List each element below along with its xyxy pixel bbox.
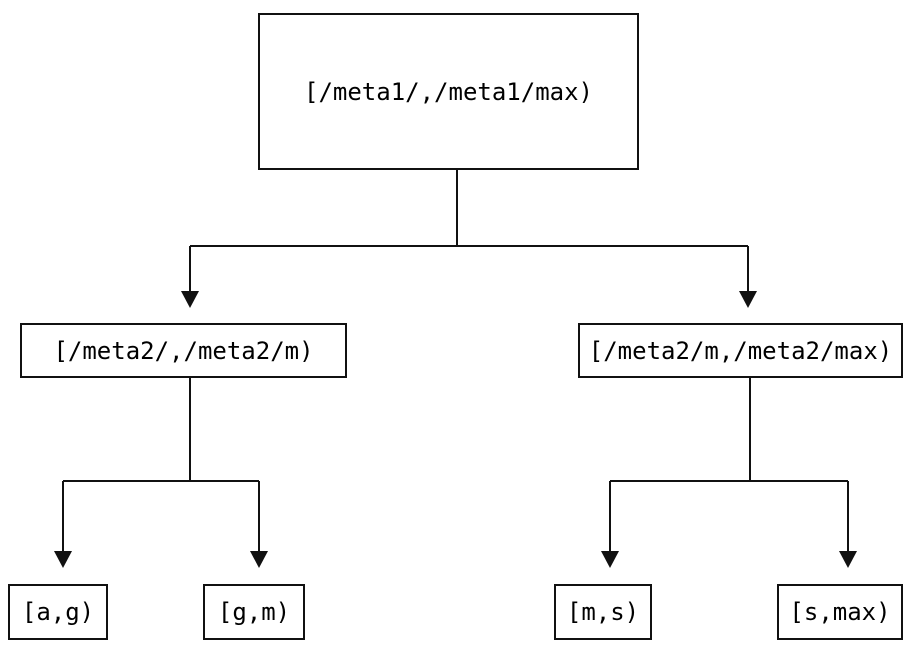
node-root-label: [/meta1/,/meta1/max) [304, 77, 593, 106]
edge-root-to-children [181, 170, 757, 308]
arrowhead-leaf-ag-icon [54, 551, 72, 568]
arrowhead-left-child-icon [181, 291, 199, 308]
node-leaf-s-max: [s,max) [777, 584, 903, 640]
node-leaf-a-g: [a,g) [8, 584, 108, 640]
arrowhead-leaf-smax-icon [839, 551, 857, 568]
node-leaf-m-s: [m,s) [554, 584, 652, 640]
arrowhead-leaf-ms-icon [601, 551, 619, 568]
node-leaf-s-max-label: [s,max) [789, 598, 891, 626]
node-leaf-a-g-label: [a,g) [21, 598, 95, 626]
node-left-child-label: [/meta2/,/meta2/m) [53, 336, 314, 365]
node-right-child-label: [/meta2/m,/meta2/max) [588, 336, 893, 365]
node-leaf-m-s-label: [m,s) [566, 598, 640, 626]
node-left-child: [/meta2/,/meta2/m) [20, 323, 347, 378]
node-leaf-g-m: [g,m) [203, 584, 305, 640]
arrowhead-leaf-gm-icon [250, 551, 268, 568]
arrowhead-right-child-icon [739, 291, 757, 308]
edge-left-child-to-leaves [54, 378, 268, 568]
node-leaf-g-m-label: [g,m) [217, 598, 291, 626]
node-root: [/meta1/,/meta1/max) [258, 13, 639, 170]
node-right-child: [/meta2/m,/meta2/max) [578, 323, 903, 378]
edge-right-child-to-leaves [601, 378, 857, 568]
